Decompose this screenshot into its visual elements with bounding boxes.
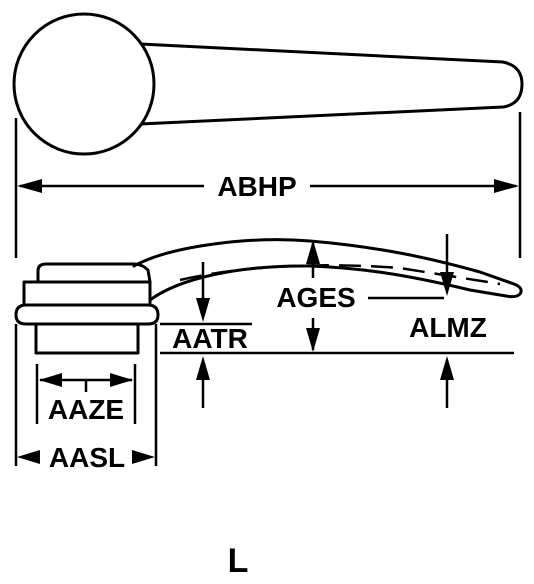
dimension-ages: AGES: [276, 240, 444, 352]
aaze-label: AAZE: [48, 394, 124, 425]
dimension-aasl: AASL: [14, 324, 158, 473]
abhp-label: ABHP: [217, 171, 296, 202]
hub-flange: [14, 303, 160, 326]
arrowhead-right: [494, 179, 519, 193]
aasl-label: AASL: [49, 442, 125, 473]
figure-letter: L: [228, 542, 249, 580]
aatr-label: AATR: [172, 323, 248, 354]
ages-label: AGES: [276, 282, 355, 313]
knob-circle-top: [12, 12, 156, 156]
top-view: [12, 12, 524, 258]
arrowhead-left: [17, 179, 42, 193]
dimension-almz: ALMZ: [409, 234, 487, 408]
handle-arm-top: [138, 42, 524, 126]
side-view: [14, 238, 523, 355]
arm-centerline: [179, 264, 501, 286]
dimension-aatr: AATR: [160, 262, 252, 408]
hub-collar: [22, 280, 152, 307]
dimension-abhp: ABHP: [17, 171, 519, 202]
hub-cap: [36, 262, 152, 284]
dimension-aaze: AAZE: [35, 364, 137, 425]
almz-label: ALMZ: [409, 312, 487, 343]
